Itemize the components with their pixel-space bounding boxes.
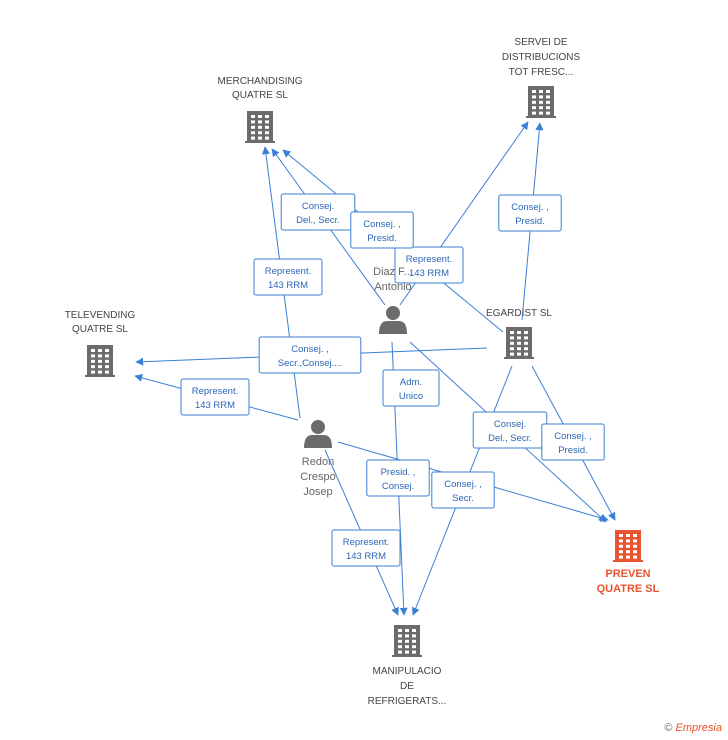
node-preven[interactable]: PREVEN QUATRE SL (597, 530, 660, 595)
edge-label-box (253, 258, 323, 296)
edge-label-box (350, 211, 414, 249)
node-servei[interactable]: SERVEI DE DISTRIBUCIONS TOT FRESC... (502, 37, 581, 118)
edge-label-egardist-to-manipulacio[interactable]: Consej. , Secr. (431, 471, 495, 509)
node-label-egardist: EGARDIST SL (486, 308, 552, 319)
person-icon (379, 306, 407, 334)
node-label-redon: Redon (302, 456, 334, 468)
node-merch[interactable]: MERCHANDISING QUATRE SL (217, 76, 303, 143)
node-label-manipulacio: REFRIGERATS... (368, 696, 447, 707)
edge-label-redon-to-merch[interactable]: Represent. 143 RRM (253, 258, 323, 296)
edge-label-box (366, 459, 430, 497)
node-label-redon: Josep (303, 486, 332, 498)
edge-label-text: Secr. (452, 493, 474, 504)
edge-label-box (180, 378, 250, 416)
node-label-manipulacio: MANIPULACIO (373, 666, 442, 677)
edge-label-diaz-to-preven[interactable]: Consej. Del., Secr. (472, 411, 548, 449)
node-label-preven: PREVEN (605, 568, 650, 580)
edge-label-diaz-to-manipulacio[interactable]: Adm. Unico (382, 369, 440, 407)
edge-label-text: Del., Secr. (296, 215, 340, 226)
edge-label-box (331, 529, 401, 567)
node-label-servei: TOT FRESC... (509, 67, 574, 78)
footer: © Empresia (664, 722, 722, 734)
edge-label-box (382, 369, 440, 407)
edge-label-box (394, 246, 464, 284)
brand-name[interactable]: Empresia (675, 722, 722, 734)
node-label-redon: Crespo (300, 471, 335, 483)
edge-label-egardist-to-preven[interactable]: Consej. , Presid. (541, 423, 605, 461)
edge-label-text: Represent. (406, 254, 452, 265)
edge-label-box (541, 423, 605, 461)
building-icon (504, 327, 534, 359)
edge-label-box (431, 471, 495, 509)
building-icon (245, 111, 275, 143)
edge-label-text: Represent. (343, 537, 389, 548)
building-icon (526, 86, 556, 118)
node-label-televending: QUATRE SL (72, 324, 128, 335)
edge-label-redon-to-manipulacio[interactable]: Represent. 143 RRM (331, 529, 401, 567)
edge-label-box (498, 194, 562, 232)
copyright-symbol: © (664, 722, 673, 734)
edge-label-diaz-to-servei[interactable]: Represent. 143 RRM (394, 246, 464, 284)
edge-label-text: Consej. , (363, 219, 401, 230)
node-label-diaz: Antonio (374, 281, 411, 293)
node-label-preven: QUATRE SL (597, 583, 660, 595)
edge-label-text: Represent. (265, 266, 311, 277)
node-label-diaz: Diaz F... (373, 266, 413, 278)
node-label-servei: DISTRIBUCIONS (502, 52, 581, 63)
edge-label-text: Unico (399, 391, 423, 402)
node-label-merch: QUATRE SL (232, 90, 288, 101)
edge-label-text: Secr.,Consej.... (278, 358, 342, 369)
building-icon (85, 345, 115, 377)
edge-label-text: Represent. (192, 386, 238, 397)
edge-label-text: 143 RRM (346, 551, 386, 562)
edge-label-text: Consej. , (554, 431, 592, 442)
person-icon (304, 420, 332, 448)
node-label-merch: MERCHANDISING (217, 76, 302, 87)
edge-label-text: Adm. (400, 377, 422, 388)
nodes-layer: MERCHANDISING QUATRE SL SERVEI DE DISTRIBUC… (65, 37, 660, 707)
edge-label-text: Presid. (367, 233, 397, 244)
node-televending[interactable]: TELEVENDING QUATRE SL (65, 310, 136, 377)
edge-label-egardist-to-servei[interactable]: Consej. , Presid. (498, 194, 562, 232)
edge-label-text: 143 RRM (268, 280, 308, 291)
edge-label-redon-to-televending[interactable]: Represent. 143 RRM (180, 378, 250, 416)
node-egardist[interactable]: EGARDIST SL (486, 308, 552, 359)
node-label-manipulacio: DE (400, 681, 414, 692)
edge-label-text: Presid. (558, 445, 588, 456)
edge-label-text: Consej. (382, 481, 414, 492)
edge-label-diaz-to-merch[interactable]: Consej. Del., Secr. (280, 193, 356, 231)
edge-label-text: Consej. , (291, 344, 329, 355)
edge-label-text: 143 RRM (409, 268, 449, 279)
edge-label-egardist-to-televending[interactable]: Consej. , Secr.,Consej.... (258, 336, 362, 374)
node-label-servei: SERVEI DE (514, 37, 567, 48)
node-label-televending: TELEVENDING (65, 310, 136, 321)
edge-label-text: Consej. (302, 201, 334, 212)
edge-label-text: 143 RRM (195, 400, 235, 411)
edge-label-text: Del., Secr. (488, 433, 532, 444)
edge-label-box (258, 336, 362, 374)
edge-label-text: Consej. , (511, 202, 549, 213)
building-icon (613, 530, 643, 562)
edge-label-text: Presid. (515, 216, 545, 227)
edge-label-text: Consej. (494, 419, 526, 430)
edge-label-text: Consej. , (444, 479, 482, 490)
node-diaz[interactable]: Diaz F... Antonio (373, 266, 413, 334)
edge-label-text: Presid. , (381, 467, 416, 478)
edge-label-redon-to-preven[interactable]: Presid. , Consej. (366, 459, 430, 497)
edge-label-egardist-to-merch[interactable]: Consej. , Presid. (350, 211, 414, 249)
building-icon (392, 625, 422, 657)
node-manipulacio[interactable]: MANIPULACIO DE REFRIGERATS... (368, 625, 447, 707)
